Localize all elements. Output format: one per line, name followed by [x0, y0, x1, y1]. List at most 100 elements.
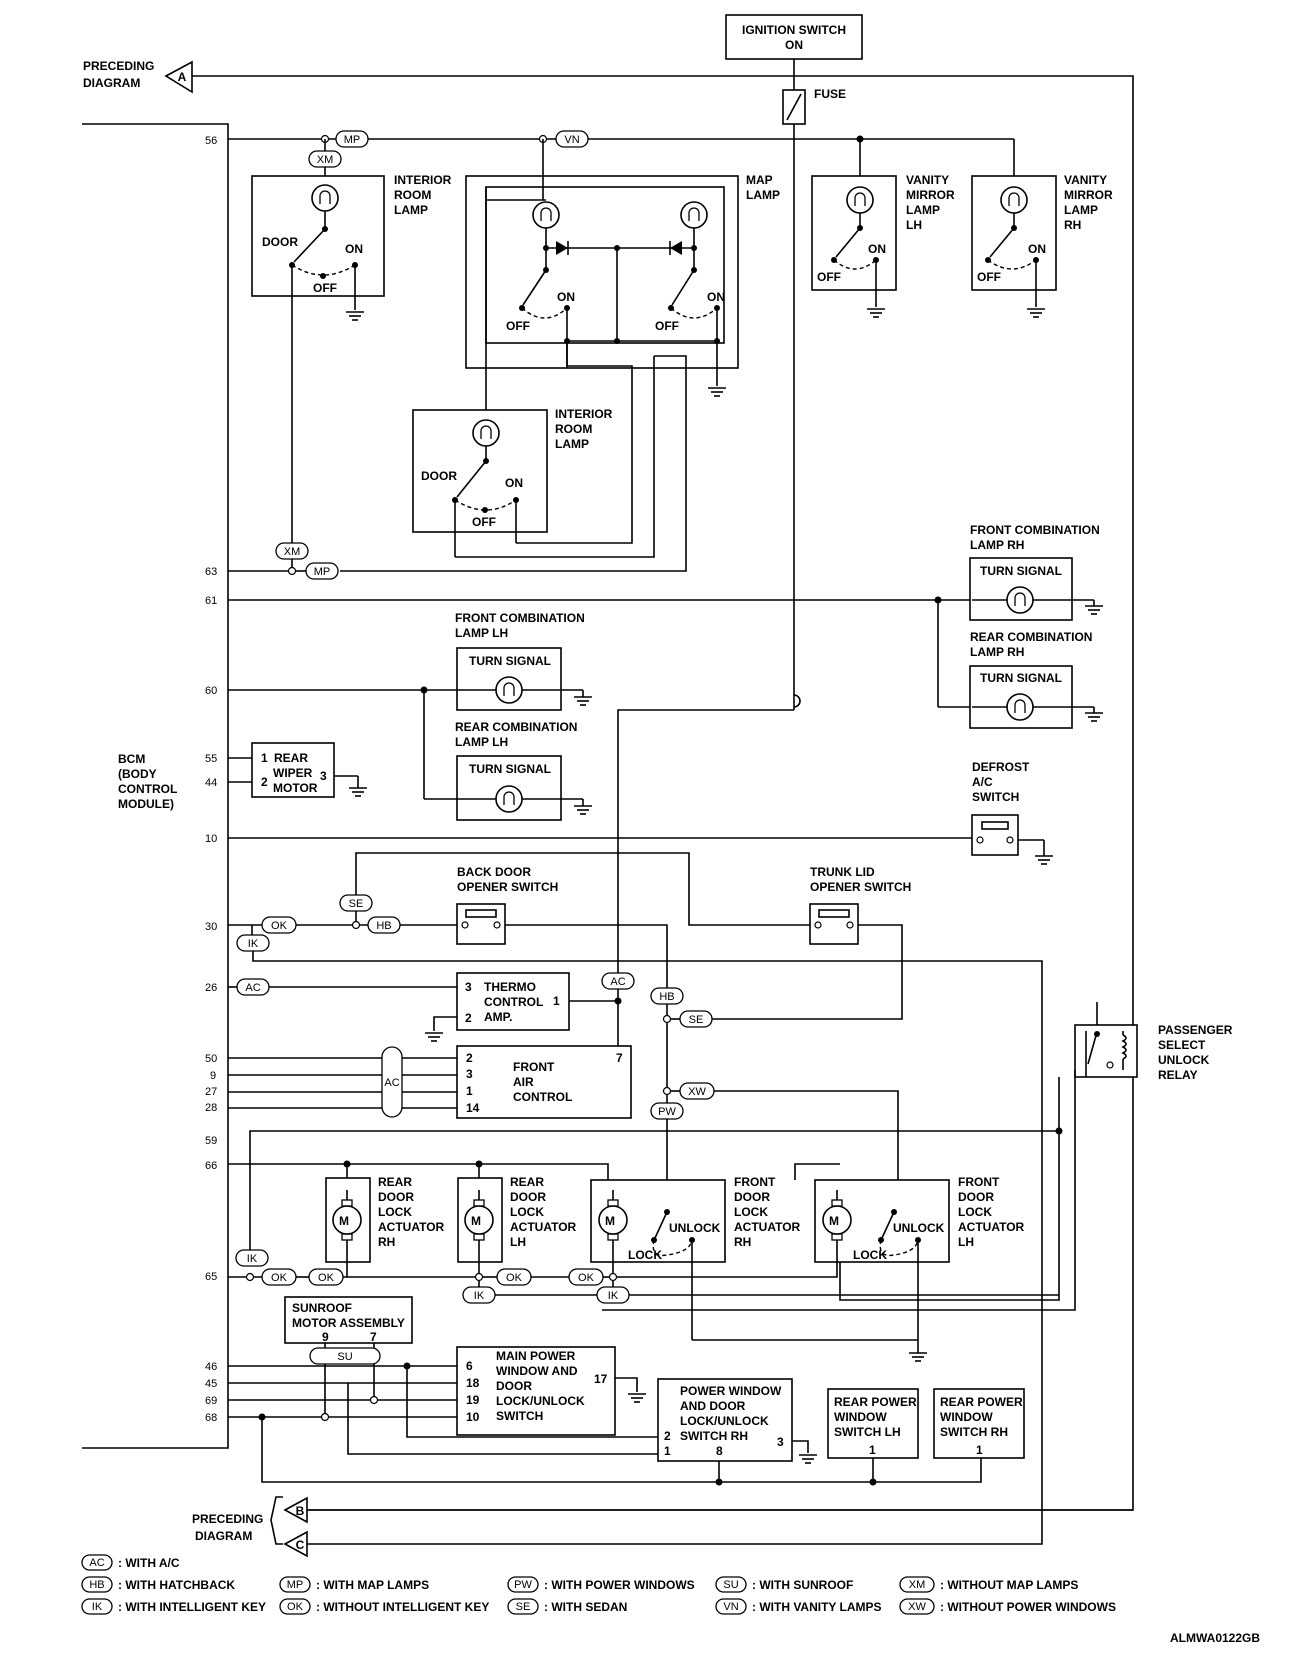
main-power-window-switch: 6 18 19 10 MAIN POWER WINDOW AND DOOR LO… [456, 1346, 616, 1436]
svg-text:3: 3 [777, 1435, 784, 1449]
svg-text:27: 27 [205, 1086, 217, 1098]
svg-text:10: 10 [466, 1410, 480, 1424]
svg-text:ON: ON [1028, 242, 1046, 256]
svg-text:VANITY: VANITY [906, 173, 949, 187]
svg-text:REAR: REAR [510, 1175, 544, 1189]
code-ok-65c: OK [496, 1268, 532, 1286]
rear-power-window-switch-rh: REAR POWER WINDOW SWITCH RH 1 [933, 1388, 1025, 1459]
svg-text:9: 9 [322, 1330, 329, 1344]
svg-text:MIRROR: MIRROR [906, 188, 955, 202]
svg-text:FUSE: FUSE [814, 87, 846, 101]
front-door-lock-actuator-rh: M UNLOCK LOCK FRONT DOOR LOCK ACTUATOR R… [590, 1175, 801, 1263]
legend: AC : WITH A/C HB : WITH HATCHBACK MP : W… [81, 1554, 1116, 1615]
svg-text:LOCK/UNLOCK: LOCK/UNLOCK [680, 1414, 769, 1428]
svg-text:MOTOR ASSEMBLY: MOTOR ASSEMBLY [292, 1316, 405, 1330]
svg-text:: WITH A/C: : WITH A/C [118, 1556, 180, 1570]
code-mp-56: MP [335, 130, 369, 148]
svg-text:SU: SU [337, 1351, 352, 1363]
legend-item-pw: PW : WITH POWER WINDOWS [507, 1576, 695, 1593]
svg-text:LH: LH [510, 1235, 526, 1249]
code-hb-mid: HB [650, 987, 684, 1005]
svg-text:AC: AC [384, 1077, 399, 1089]
svg-text:DOOR: DOOR [378, 1190, 414, 1204]
svg-text:UNLOCK: UNLOCK [893, 1221, 945, 1235]
svg-text:IGNITION SWITCH: IGNITION SWITCH [742, 23, 846, 37]
svg-text:VN: VN [564, 134, 579, 146]
svg-text:M: M [339, 1214, 349, 1228]
svg-text:17: 17 [594, 1372, 608, 1386]
svg-text:LH: LH [958, 1235, 974, 1249]
svg-text:2: 2 [261, 775, 268, 789]
svg-text:LOCK/UNLOCK: LOCK/UNLOCK [496, 1394, 585, 1408]
svg-text:IK: IK [247, 1253, 258, 1265]
svg-text:OFF: OFF [313, 281, 337, 295]
svg-text:WINDOW: WINDOW [834, 1410, 887, 1424]
svg-text:: WITHOUT MAP LAMPS: : WITHOUT MAP LAMPS [940, 1578, 1078, 1592]
svg-text:M: M [471, 1214, 481, 1228]
svg-text:IK: IK [608, 1290, 619, 1302]
svg-text:(BODY: (BODY [118, 767, 157, 781]
svg-text:DEFROST: DEFROST [972, 760, 1030, 774]
svg-text:MAP: MAP [746, 173, 773, 187]
svg-text:DIAGRAM: DIAGRAM [83, 76, 140, 90]
svg-text:REAR: REAR [274, 751, 308, 765]
rear-combination-lamp-rh: REAR COMBINATION LAMP RH TURN SIGNAL [969, 630, 1094, 729]
svg-text:LOCK: LOCK [510, 1205, 544, 1219]
svg-text:7: 7 [370, 1330, 377, 1344]
rear-door-lock-actuator-lh: M REAR DOOR LOCK ACTUATOR LH [457, 1175, 577, 1263]
legend-item-xw: XW : WITHOUT POWER WINDOWS [899, 1598, 1116, 1615]
svg-text:65: 65 [205, 1271, 217, 1283]
svg-text:TRUNK LID: TRUNK LID [810, 865, 875, 879]
svg-text:PRECEDING: PRECEDING [83, 59, 154, 73]
svg-text:LOCK: LOCK [853, 1248, 887, 1262]
svg-text:INTERIOR: INTERIOR [394, 173, 452, 187]
svg-text:MP: MP [314, 566, 331, 578]
bcm-label: BCM [118, 752, 145, 766]
legend-item-xm: XM : WITHOUT MAP LAMPS [899, 1576, 1078, 1593]
svg-text:10: 10 [205, 833, 217, 845]
sunroof-motor-assembly: SUNROOF MOTOR ASSEMBLY 9 7 [284, 1296, 413, 1344]
svg-text:30: 30 [205, 921, 217, 933]
front-door-lock-actuator-lh: M UNLOCK LOCK FRONT DOOR LOCK ACTUATOR L… [814, 1175, 1025, 1263]
svg-text:UNLOCK: UNLOCK [1158, 1053, 1210, 1067]
svg-text:ACTUATOR: ACTUATOR [958, 1220, 1025, 1234]
svg-text:XM: XM [317, 154, 334, 166]
svg-text:: WITHOUT POWER WINDOWS: : WITHOUT POWER WINDOWS [940, 1600, 1116, 1614]
svg-text:ACTUATOR: ACTUATOR [378, 1220, 445, 1234]
svg-text:LAMP: LAMP [746, 188, 780, 202]
svg-text:REAR POWER: REAR POWER [940, 1395, 1023, 1409]
svg-text:CONTROL: CONTROL [484, 995, 543, 1009]
svg-text:AC: AC [245, 982, 260, 994]
svg-text:: WITH VANITY LAMPS: : WITH VANITY LAMPS [752, 1600, 882, 1614]
svg-text:LAMP: LAMP [394, 203, 428, 217]
svg-text:ACTUATOR: ACTUATOR [734, 1220, 801, 1234]
rear-door-lock-actuator-rh: M REAR DOOR LOCK ACTUATOR RH [325, 1175, 445, 1263]
svg-text:44: 44 [205, 777, 217, 789]
svg-text:19: 19 [466, 1393, 480, 1407]
svg-text:REAR POWER: REAR POWER [834, 1395, 917, 1409]
svg-text:XW: XW [908, 1601, 926, 1613]
svg-text:1: 1 [869, 1443, 876, 1457]
svg-text:OPENER SWITCH: OPENER SWITCH [810, 880, 911, 894]
code-ik-65: IK [235, 1249, 269, 1267]
svg-text:VANITY: VANITY [1064, 173, 1107, 187]
vanity-mirror-lamp-rh: ON OFF VANITY MIRROR LAMP RH [971, 139, 1113, 291]
svg-text:SELECT: SELECT [1158, 1038, 1206, 1052]
svg-text:PW: PW [658, 1106, 676, 1118]
svg-text:CONTROL: CONTROL [513, 1090, 572, 1104]
svg-text:LAMP LH: LAMP LH [455, 626, 508, 640]
svg-text:DOOR: DOOR [510, 1190, 546, 1204]
svg-text:HB: HB [376, 920, 391, 932]
svg-text:XM: XM [284, 546, 301, 558]
svg-text:ON: ON [345, 242, 363, 256]
svg-text:AIR: AIR [513, 1075, 534, 1089]
rear-power-window-switch-lh: REAR POWER WINDOW SWITCH LH 1 [827, 1388, 919, 1459]
svg-text:2: 2 [664, 1429, 671, 1443]
bcm-module: BCM (BODY CONTROL MODULE) [82, 123, 229, 1449]
svg-text:XM: XM [909, 1579, 926, 1591]
svg-text:AMP.: AMP. [484, 1010, 512, 1024]
svg-text:LAMP: LAMP [555, 437, 589, 451]
interior-room-lamp-lower: DOOR ON OFF INTERIOR ROOM LAMP [412, 407, 613, 533]
svg-text:TURN SIGNAL: TURN SIGNAL [469, 654, 551, 668]
